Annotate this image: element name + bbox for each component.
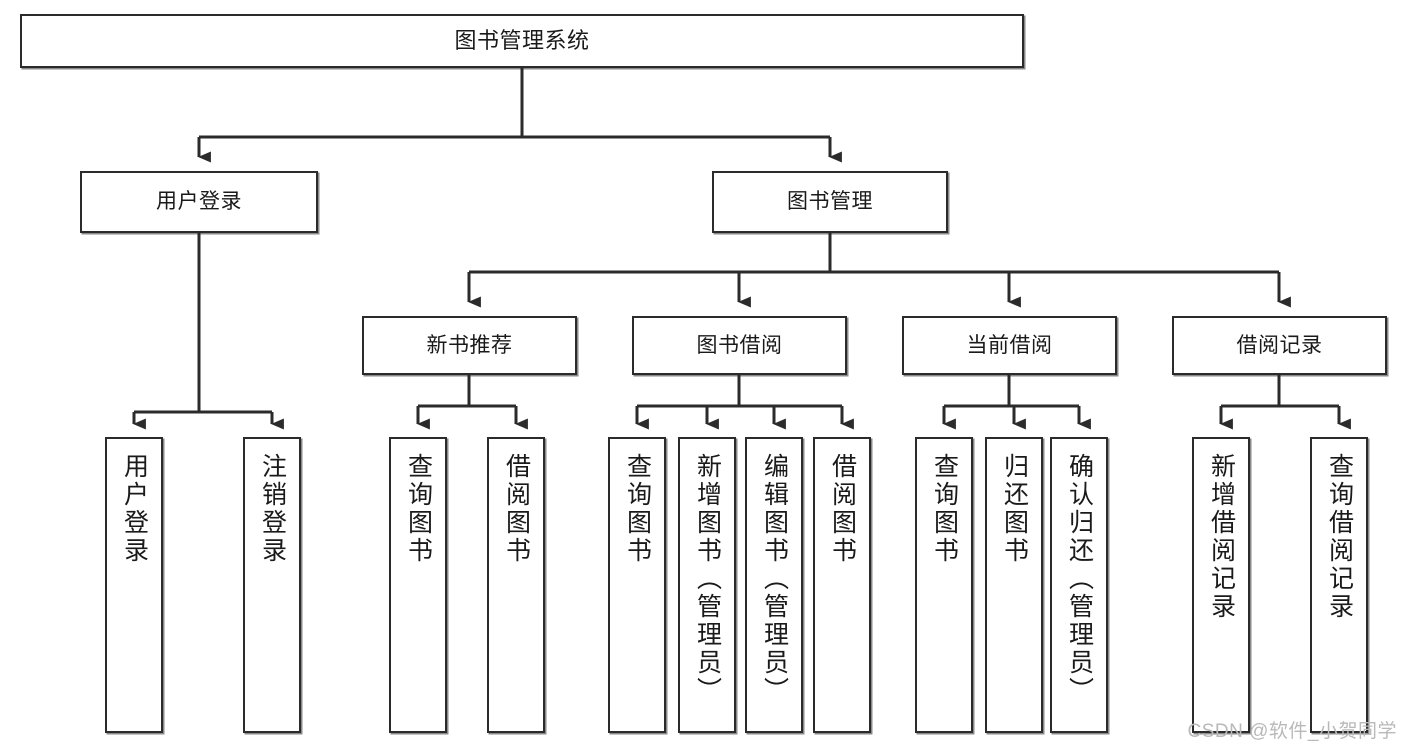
node-leaf-user-login[interactable]: 用户登录	[105, 437, 163, 733]
node-borrow-record-label: 借阅记录	[1236, 333, 1323, 357]
node-leaf-add-book[interactable]: 新增图书（管理员）	[678, 437, 736, 733]
node-leaf-query-book-1-label: 查询图书	[404, 453, 433, 565]
node-leaf-query-book-3[interactable]: 查询图书	[915, 437, 973, 733]
node-user-login[interactable]: 用户登录	[80, 171, 318, 233]
node-leaf-user-login-label: 用户登录	[120, 453, 149, 565]
node-book-manage[interactable]: 图书管理	[712, 171, 948, 233]
node-leaf-query-book-2[interactable]: 查询图书	[608, 437, 666, 733]
node-leaf-return-book[interactable]: 归还图书	[985, 437, 1043, 733]
node-leaf-user-logout-label: 注销登录	[258, 453, 287, 565]
node-book-manage-label: 图书管理	[787, 190, 873, 214]
node-new-book-recommend-label: 新书推荐	[426, 333, 513, 357]
node-root[interactable]: 图书管理系统	[20, 14, 1024, 68]
node-leaf-borrow-book-2-label: 借阅图书	[828, 453, 857, 565]
node-leaf-borrow-book-1-label: 借阅图书	[502, 453, 531, 565]
node-leaf-add-record-label: 新增借阅记录	[1207, 453, 1236, 621]
node-leaf-edit-book[interactable]: 编辑图书（管理员）	[745, 437, 803, 733]
node-leaf-confirm-return[interactable]: 确认归还（管理员）	[1050, 437, 1108, 733]
node-user-login-label: 用户登录	[156, 190, 242, 214]
node-book-borrow-label: 图书借阅	[696, 333, 783, 357]
node-book-borrow[interactable]: 图书借阅	[632, 316, 847, 375]
node-leaf-edit-book-label: 编辑图书（管理员）	[760, 453, 789, 705]
node-leaf-query-record[interactable]: 查询借阅记录	[1310, 437, 1368, 733]
node-leaf-add-record[interactable]: 新增借阅记录	[1192, 437, 1250, 733]
node-current-borrow-label: 当前借阅	[966, 333, 1053, 357]
node-leaf-borrow-book-2[interactable]: 借阅图书	[813, 437, 871, 733]
node-current-borrow[interactable]: 当前借阅	[902, 316, 1117, 375]
node-root-label: 图书管理系统	[454, 27, 590, 53]
node-leaf-query-book-3-label: 查询图书	[930, 453, 959, 565]
node-borrow-record[interactable]: 借阅记录	[1172, 316, 1387, 375]
node-leaf-return-book-label: 归还图书	[1000, 453, 1029, 565]
node-leaf-query-book-1[interactable]: 查询图书	[389, 437, 447, 733]
node-leaf-query-book-2-label: 查询图书	[623, 453, 652, 565]
node-leaf-query-record-label: 查询借阅记录	[1325, 453, 1354, 621]
node-leaf-confirm-return-label: 确认归还（管理员）	[1065, 453, 1094, 705]
watermark-text: CSDN @软件_小贺同学	[1187, 721, 1397, 742]
node-leaf-user-logout[interactable]: 注销登录	[243, 437, 301, 733]
node-leaf-add-book-label: 新增图书（管理员）	[693, 453, 722, 705]
node-new-book-recommend[interactable]: 新书推荐	[362, 316, 577, 375]
node-leaf-borrow-book-1[interactable]: 借阅图书	[487, 437, 545, 733]
